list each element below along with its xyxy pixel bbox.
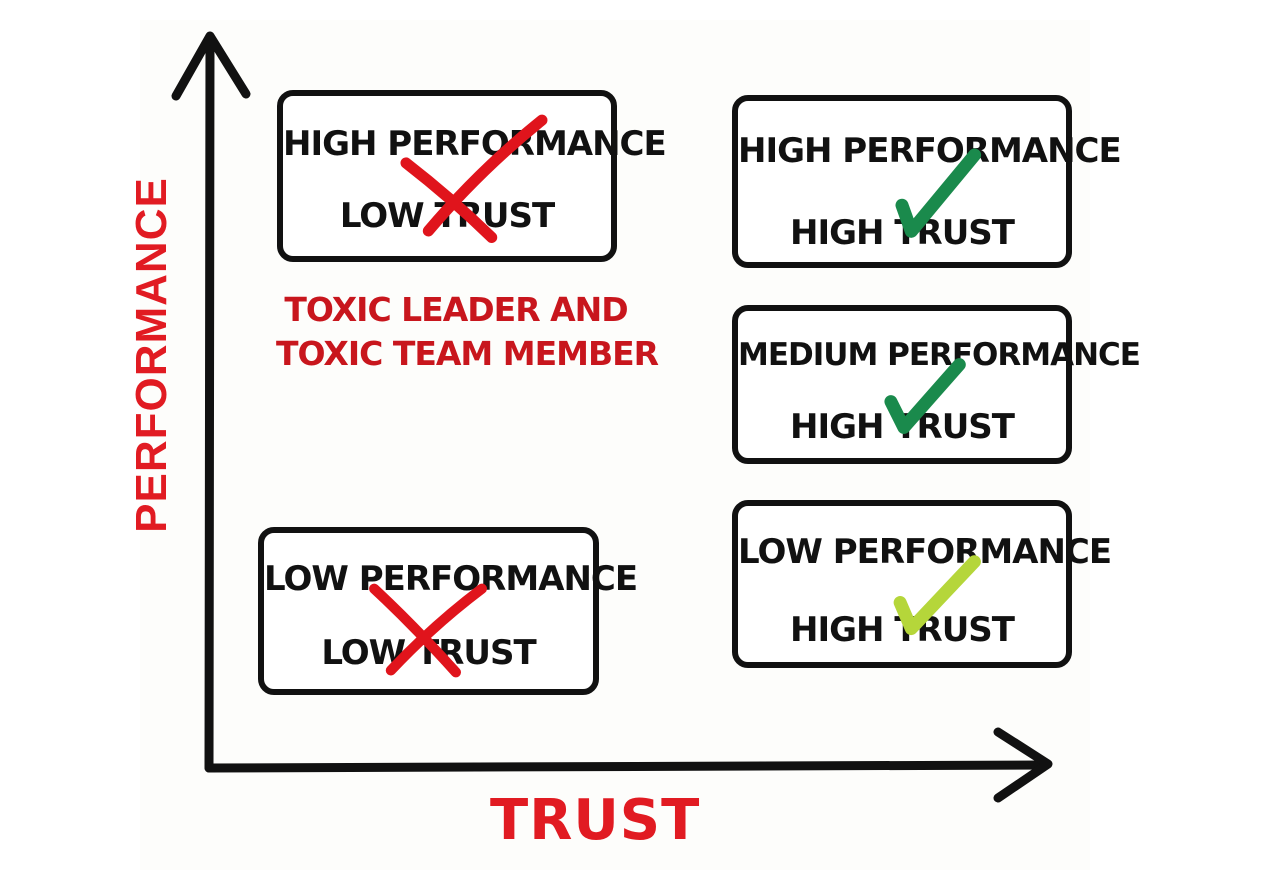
checkmark-icon [893, 555, 981, 636]
x-axis-arrowhead [993, 727, 1053, 803]
quadrant-low-performance-high-trust: LOW PERFORMANCE HIGH TRUST [732, 500, 1112, 668]
caption-line-2: TOXIC TEAM MEMBER [276, 334, 659, 373]
quadrant-medium-performance-high-trust: MEDIUM PERFORMANCE HIGH TRUST [732, 305, 1141, 464]
y-axis-arrowhead [171, 31, 251, 101]
performance-label: MEDIUM PERFORMANCE [738, 337, 1141, 373]
checkmark-icon [895, 148, 982, 238]
performance-label: LOW PERFORMANCE [264, 559, 638, 599]
x-axis-line [204, 760, 1051, 773]
performance-label: LOW PERFORMANCE [738, 532, 1112, 572]
x-axis-label: TRUST [490, 788, 701, 853]
checkmark-icon [884, 358, 966, 434]
quadrant-high-performance-low-trust: HIGH PERFORMANCE LOW TRUST [277, 90, 667, 262]
toxic-caption: TOXIC LEADER AND TOXIC TEAM MEMBER [276, 288, 659, 376]
caption-line-1: TOXIC LEADER AND [284, 290, 628, 329]
performance-label: HIGH PERFORMANCE [283, 124, 667, 164]
quadrant-high-performance-high-trust: HIGH PERFORMANCE HIGH TRUST [732, 95, 1122, 268]
cross-icon [369, 583, 487, 678]
y-axis-label-text: PERFORMANCE [127, 177, 176, 533]
y-axis-line [204, 35, 215, 773]
quadrant-low-performance-low-trust: LOW PERFORMANCE LOW TRUST [258, 527, 638, 695]
cross-icon [400, 114, 548, 243]
performance-label: HIGH PERFORMANCE [738, 131, 1122, 171]
